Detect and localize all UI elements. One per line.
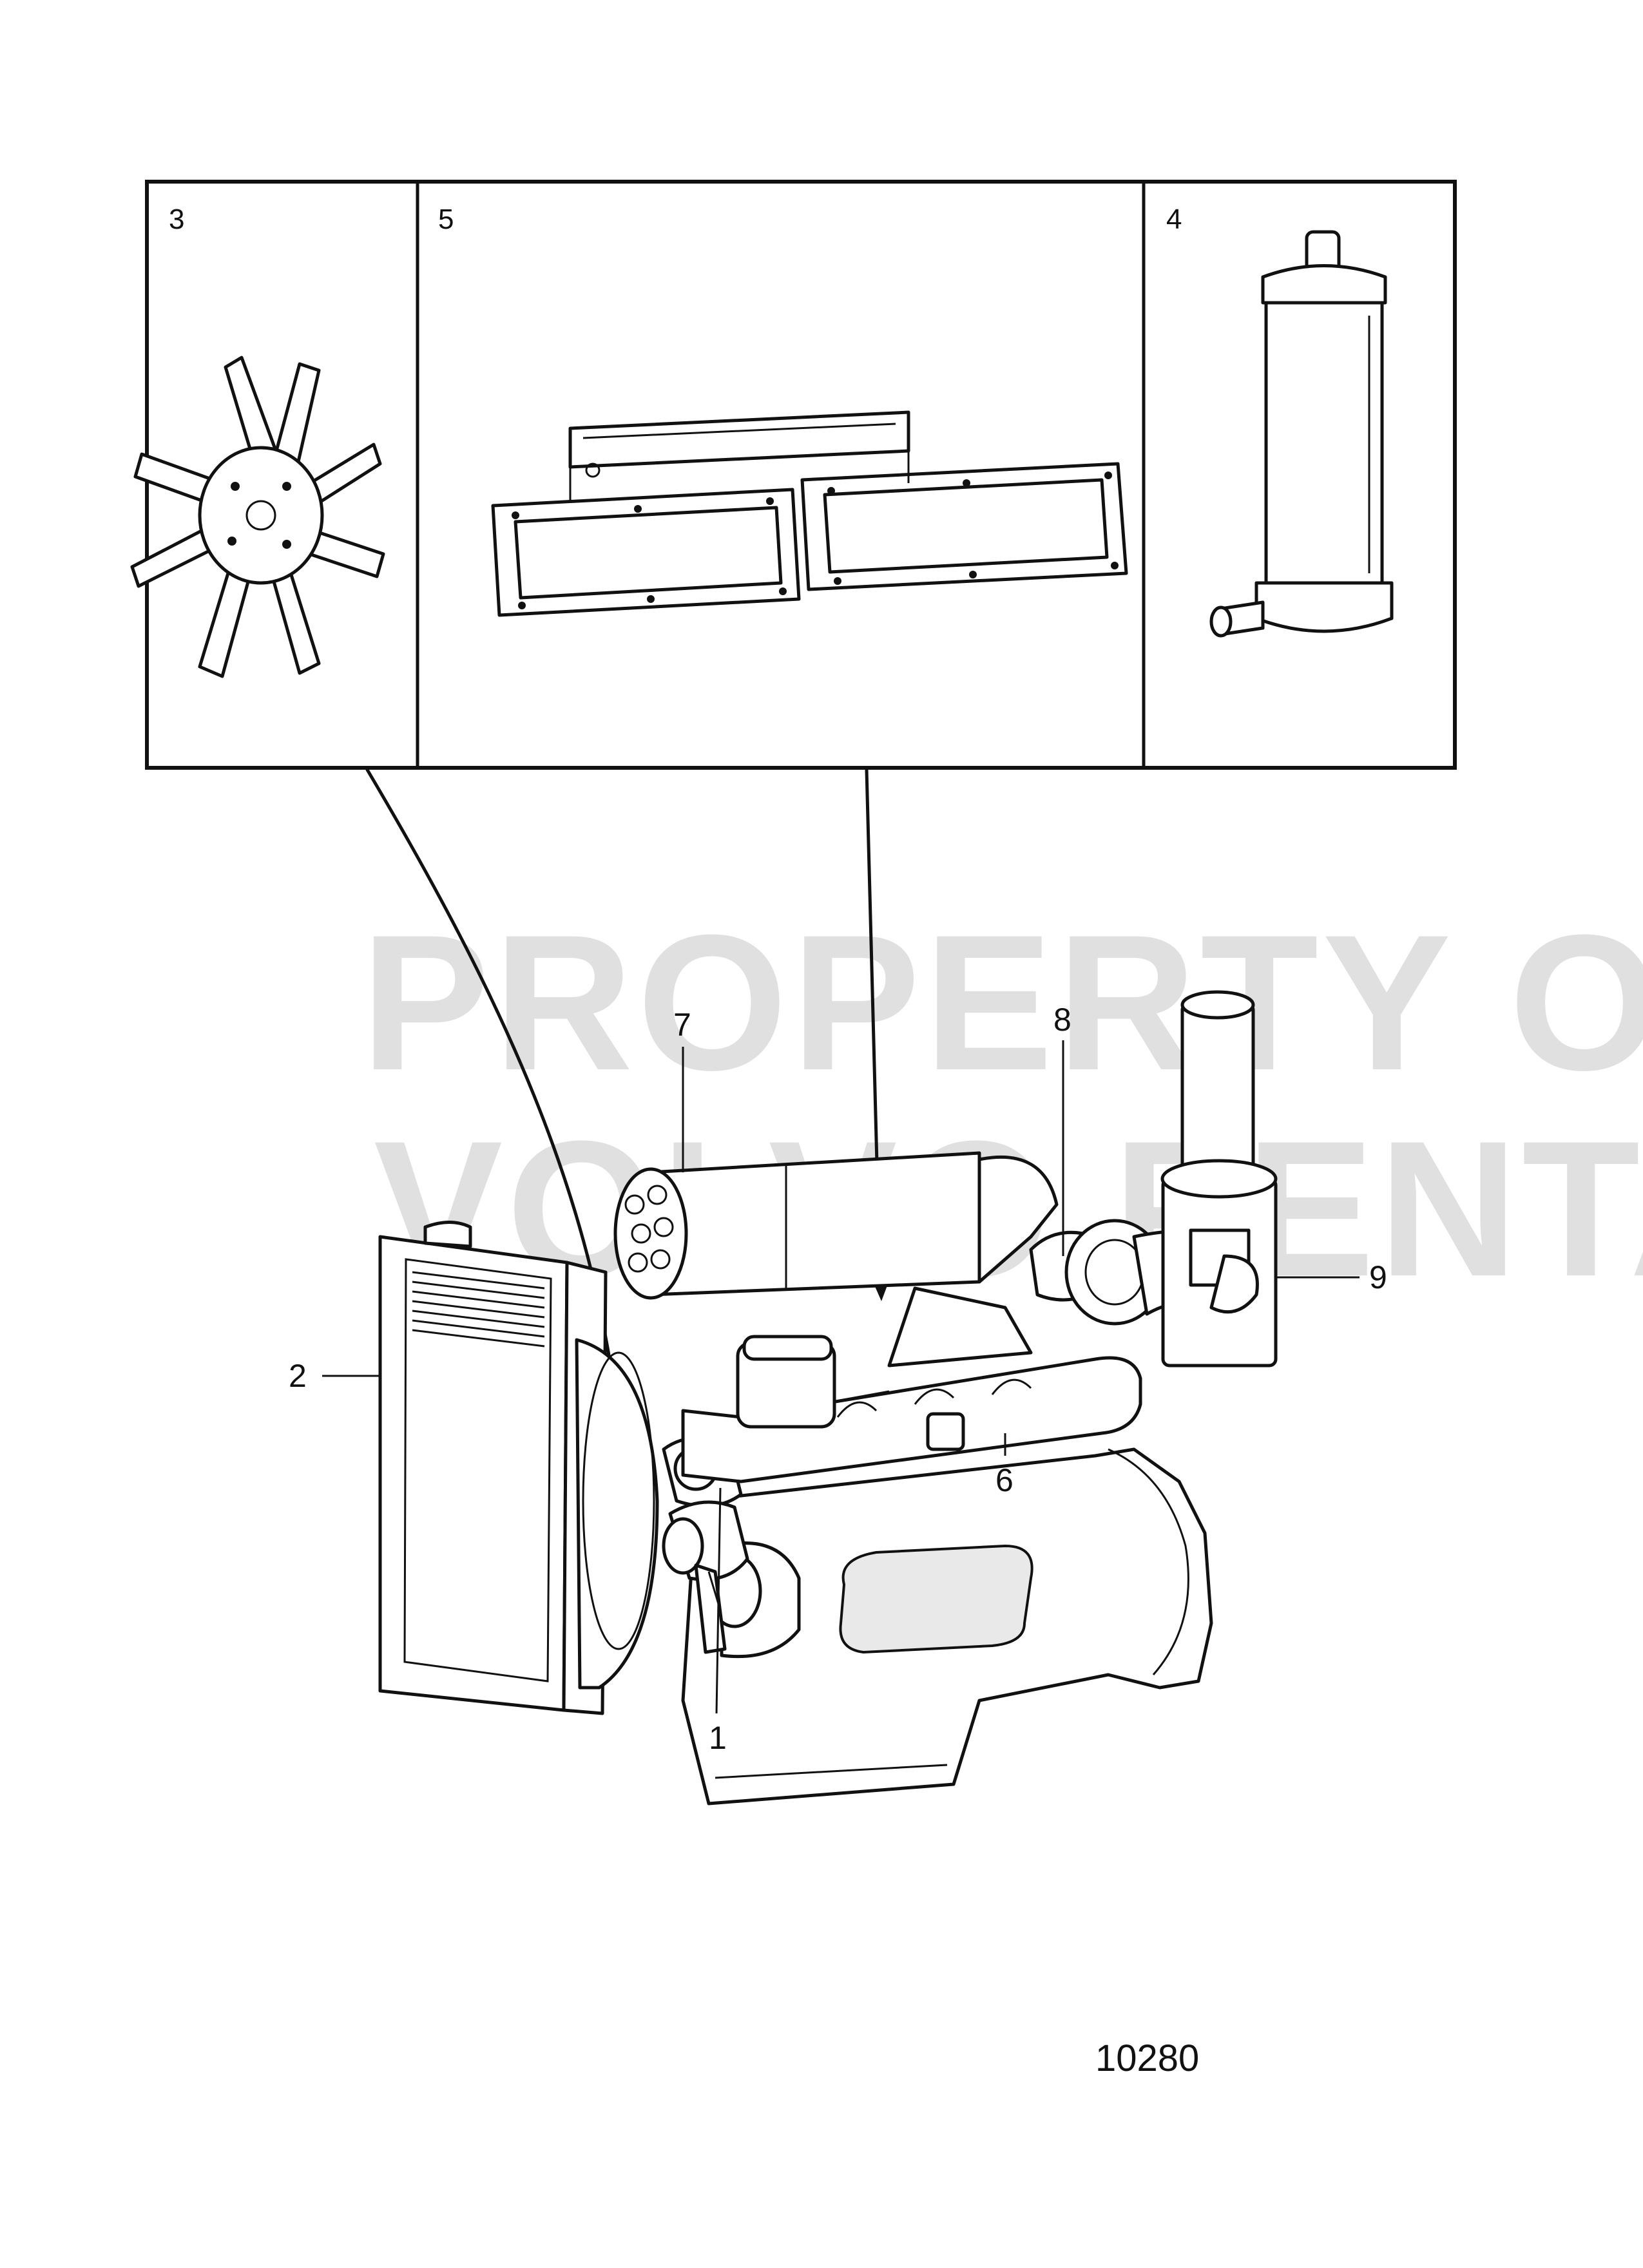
heat-exchanger — [613, 1151, 1059, 1367]
callout-leaders — [322, 1040, 1360, 1714]
intake-manifold-icon — [491, 410, 1128, 617]
callout-2: 2 — [289, 1358, 307, 1394]
callout-7: 7 — [673, 1007, 691, 1043]
callout-1: 1 — [709, 1720, 727, 1756]
inset-panel-manifold: 5 — [438, 204, 1128, 617]
leader-1 — [715, 1487, 722, 1714]
engine-assembly — [378, 990, 1278, 1806]
expansion-tank-icon — [1209, 230, 1394, 638]
callout-8: 8 — [1053, 1002, 1071, 1038]
drawing-reference-number: 10280 — [1095, 2037, 1199, 2079]
callout-6: 6 — [995, 1462, 1014, 1498]
callout-9: 9 — [1369, 1259, 1387, 1295]
coolant-pipe — [681, 1335, 1142, 1483]
panel-label-3: 3 — [169, 204, 184, 235]
inset-panel-fan: 3 — [130, 204, 385, 678]
inset-panel-tank: 4 — [1166, 204, 1394, 638]
panel-label-4: 4 — [1166, 204, 1182, 235]
watermark-line-1: PROPERTY OF — [361, 894, 1643, 1110]
silencer — [1160, 990, 1278, 1367]
panel-label-5: 5 — [438, 204, 454, 235]
callout-labels: 1 2 6 7 8 9 — [289, 1002, 1387, 1756]
fan-icon — [130, 356, 385, 678]
radiator — [378, 1221, 659, 1715]
